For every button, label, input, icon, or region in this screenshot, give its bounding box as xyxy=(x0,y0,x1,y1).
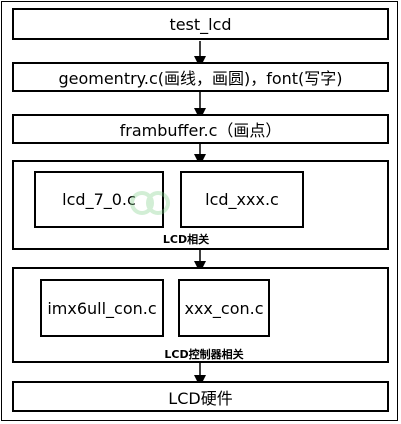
node-test-lcd-label: test_lcd xyxy=(169,14,232,34)
node-framebuffer-label: frambuffer.c（画点） xyxy=(119,121,282,140)
node-geometry: geomentry.c(画线，画圆)，font(写字) xyxy=(12,62,389,92)
node-test-lcd: test_lcd xyxy=(12,8,389,40)
node-geometry-label: geomentry.c(画线，画圆)，font(写字) xyxy=(58,69,343,88)
node-xxx-con: xxx_con.c xyxy=(178,279,270,337)
node-lcd-7-0: lcd_7_0.c xyxy=(34,171,164,228)
node-lcd-7-0-label: lcd_7_0.c xyxy=(62,190,136,209)
node-lcd-xxx-label: lcd_xxx.c xyxy=(205,190,279,209)
group-controller-caption: LCD控制器相关 xyxy=(164,348,244,361)
node-imx6ull-con: imx6ull_con.c xyxy=(40,279,164,337)
node-imx6ull-con-label: imx6ull_con.c xyxy=(47,298,157,318)
node-framebuffer: frambuffer.c（画点） xyxy=(12,114,389,144)
node-xxx-con-label: xxx_con.c xyxy=(184,298,264,318)
watermark-logo-icon xyxy=(130,191,170,215)
node-lcd-xxx: lcd_xxx.c xyxy=(180,171,304,228)
group-lcd-caption: LCD相关 xyxy=(162,233,210,246)
node-hardware: LCD硬件 xyxy=(12,381,389,412)
node-hardware-label: LCD硬件 xyxy=(168,388,233,408)
